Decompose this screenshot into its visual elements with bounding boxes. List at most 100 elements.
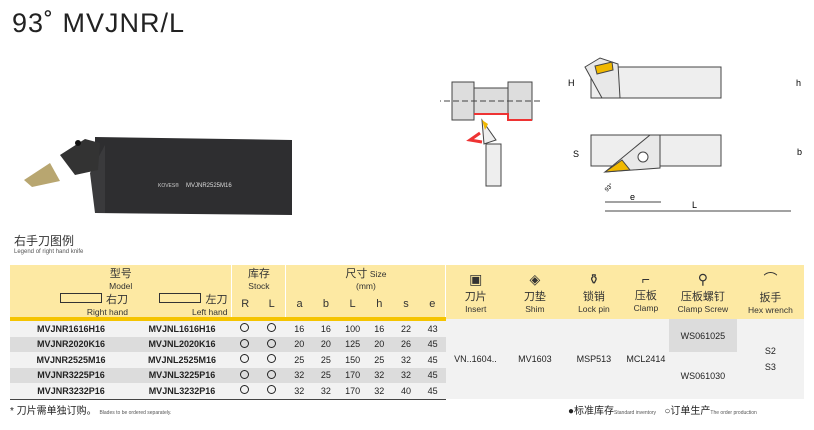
screw-icon: ⚲: [697, 270, 709, 287]
dim-e-label: e: [630, 192, 635, 202]
stock-header-cn: 库存: [247, 268, 270, 280]
stock-r: [231, 352, 258, 368]
dim-value: 45: [419, 383, 446, 400]
dim-value: 170: [339, 383, 366, 400]
order-production-icon: [267, 338, 277, 348]
hex-wrench-icon: ⌒: [763, 271, 778, 287]
order-production-icon: [267, 369, 277, 379]
dim-value: 32: [312, 383, 340, 400]
dim-header: b: [312, 291, 340, 321]
stock-r: [231, 383, 258, 400]
model-right: MVJNR1616H16: [10, 319, 132, 337]
dim-value: 32: [392, 367, 420, 383]
order-production-icon: [240, 369, 250, 379]
dim-b-label: b: [797, 147, 802, 157]
caption-cn: 右手刀图例: [14, 234, 75, 248]
dim-value: 20: [312, 336, 340, 352]
model-right: MVJNR2020K16: [10, 336, 132, 352]
dim-L-label: L: [692, 200, 697, 210]
dim-value: 45: [419, 367, 446, 383]
stock-l: [257, 336, 286, 352]
stock-l-header: L: [257, 291, 287, 321]
model-left: MVJNL3225P16: [131, 367, 232, 383]
footer-note: * 刀片需单独订购。 Blades to be ordered separate…: [10, 406, 172, 417]
technical-drawing: H h S b e L 93°: [440, 57, 802, 212]
shim-value: MV1603: [504, 319, 565, 399]
caption-en: Legend of right hand knife: [14, 249, 84, 255]
stock-l: [257, 367, 286, 383]
dim-value: 32: [365, 367, 393, 383]
screw-value-1: WS061025: [668, 319, 737, 352]
order-production-icon: [267, 323, 277, 333]
stock-header-en: Stock: [248, 281, 270, 291]
dim-value: 40: [392, 383, 420, 400]
model-right: MVJNR3225P16: [10, 367, 132, 383]
stock-r: [231, 319, 258, 337]
dim-value: 16: [365, 319, 393, 337]
dim-value: 25: [312, 367, 340, 383]
left-hand-icon: [159, 293, 202, 303]
dim-value: 43: [419, 319, 446, 337]
model-left: MVJNL2525M16: [131, 352, 232, 368]
model-left: MVJNL1616H16: [131, 319, 232, 337]
dim-value: 20: [285, 336, 313, 352]
dim-header: a: [285, 291, 313, 321]
dim-header: s: [392, 291, 420, 321]
dim-value: 32: [392, 352, 420, 368]
stock-r: [231, 336, 258, 352]
footer-legend: ●标准库存Standard inventory ○订单生产The order p…: [568, 406, 757, 417]
order-production-icon: [240, 323, 250, 333]
order-production-icon: [240, 385, 250, 395]
dim-value: 150: [339, 352, 366, 368]
stock-r-header: R: [231, 291, 258, 321]
stock-l: [257, 352, 286, 368]
model-header-cn: 型号: [109, 268, 132, 280]
dim-H-label: H: [568, 78, 575, 88]
right-hand-icon: [59, 293, 102, 303]
dim-header: e: [419, 291, 447, 321]
order-production-icon: [240, 354, 250, 364]
page-title: 93˚ MVJNR/L: [12, 8, 186, 38]
dim-header: L: [339, 291, 366, 321]
dim-value: 25: [312, 352, 340, 368]
screw-icon: ⚱: [588, 270, 600, 287]
model-left: MVJNL3232P16: [131, 383, 232, 400]
size-header-en: Size: [369, 269, 387, 279]
clamp-icon: ⌐: [641, 271, 650, 287]
stock-l: [257, 383, 286, 400]
clamp-value: MCL2414: [622, 319, 669, 399]
brand-text: KOVES®: [158, 182, 179, 189]
screw-value-2: WS061030: [668, 352, 737, 399]
dim-value: 26: [392, 336, 420, 352]
dim-value: 16: [312, 319, 340, 337]
model-right: MVJNR2525M16: [10, 352, 132, 368]
dim-s-label: S: [573, 149, 579, 159]
model-right: MVJNR3232P16: [10, 383, 132, 400]
dim-value: 45: [419, 352, 446, 368]
dim-value: 45: [419, 336, 446, 352]
dim-value: 125: [339, 336, 366, 352]
dim-value: 32: [285, 383, 313, 400]
order-production-icon: [240, 338, 250, 348]
insert-value: VN..1604..: [445, 319, 505, 399]
model-left: MVJNL2020K16: [131, 336, 232, 352]
size-unit: (mm): [356, 281, 376, 291]
angle-label: 93°: [604, 182, 615, 193]
lockpin-value: MSP513: [564, 319, 623, 399]
dim-value: 22: [392, 319, 420, 337]
stock-l: [257, 319, 286, 337]
order-production-icon: [267, 385, 277, 395]
dim-value: 20: [365, 336, 393, 352]
size-header-cn: 尺寸: [345, 268, 368, 280]
dim-header: h: [365, 291, 393, 321]
order-production-icon: [267, 354, 277, 364]
